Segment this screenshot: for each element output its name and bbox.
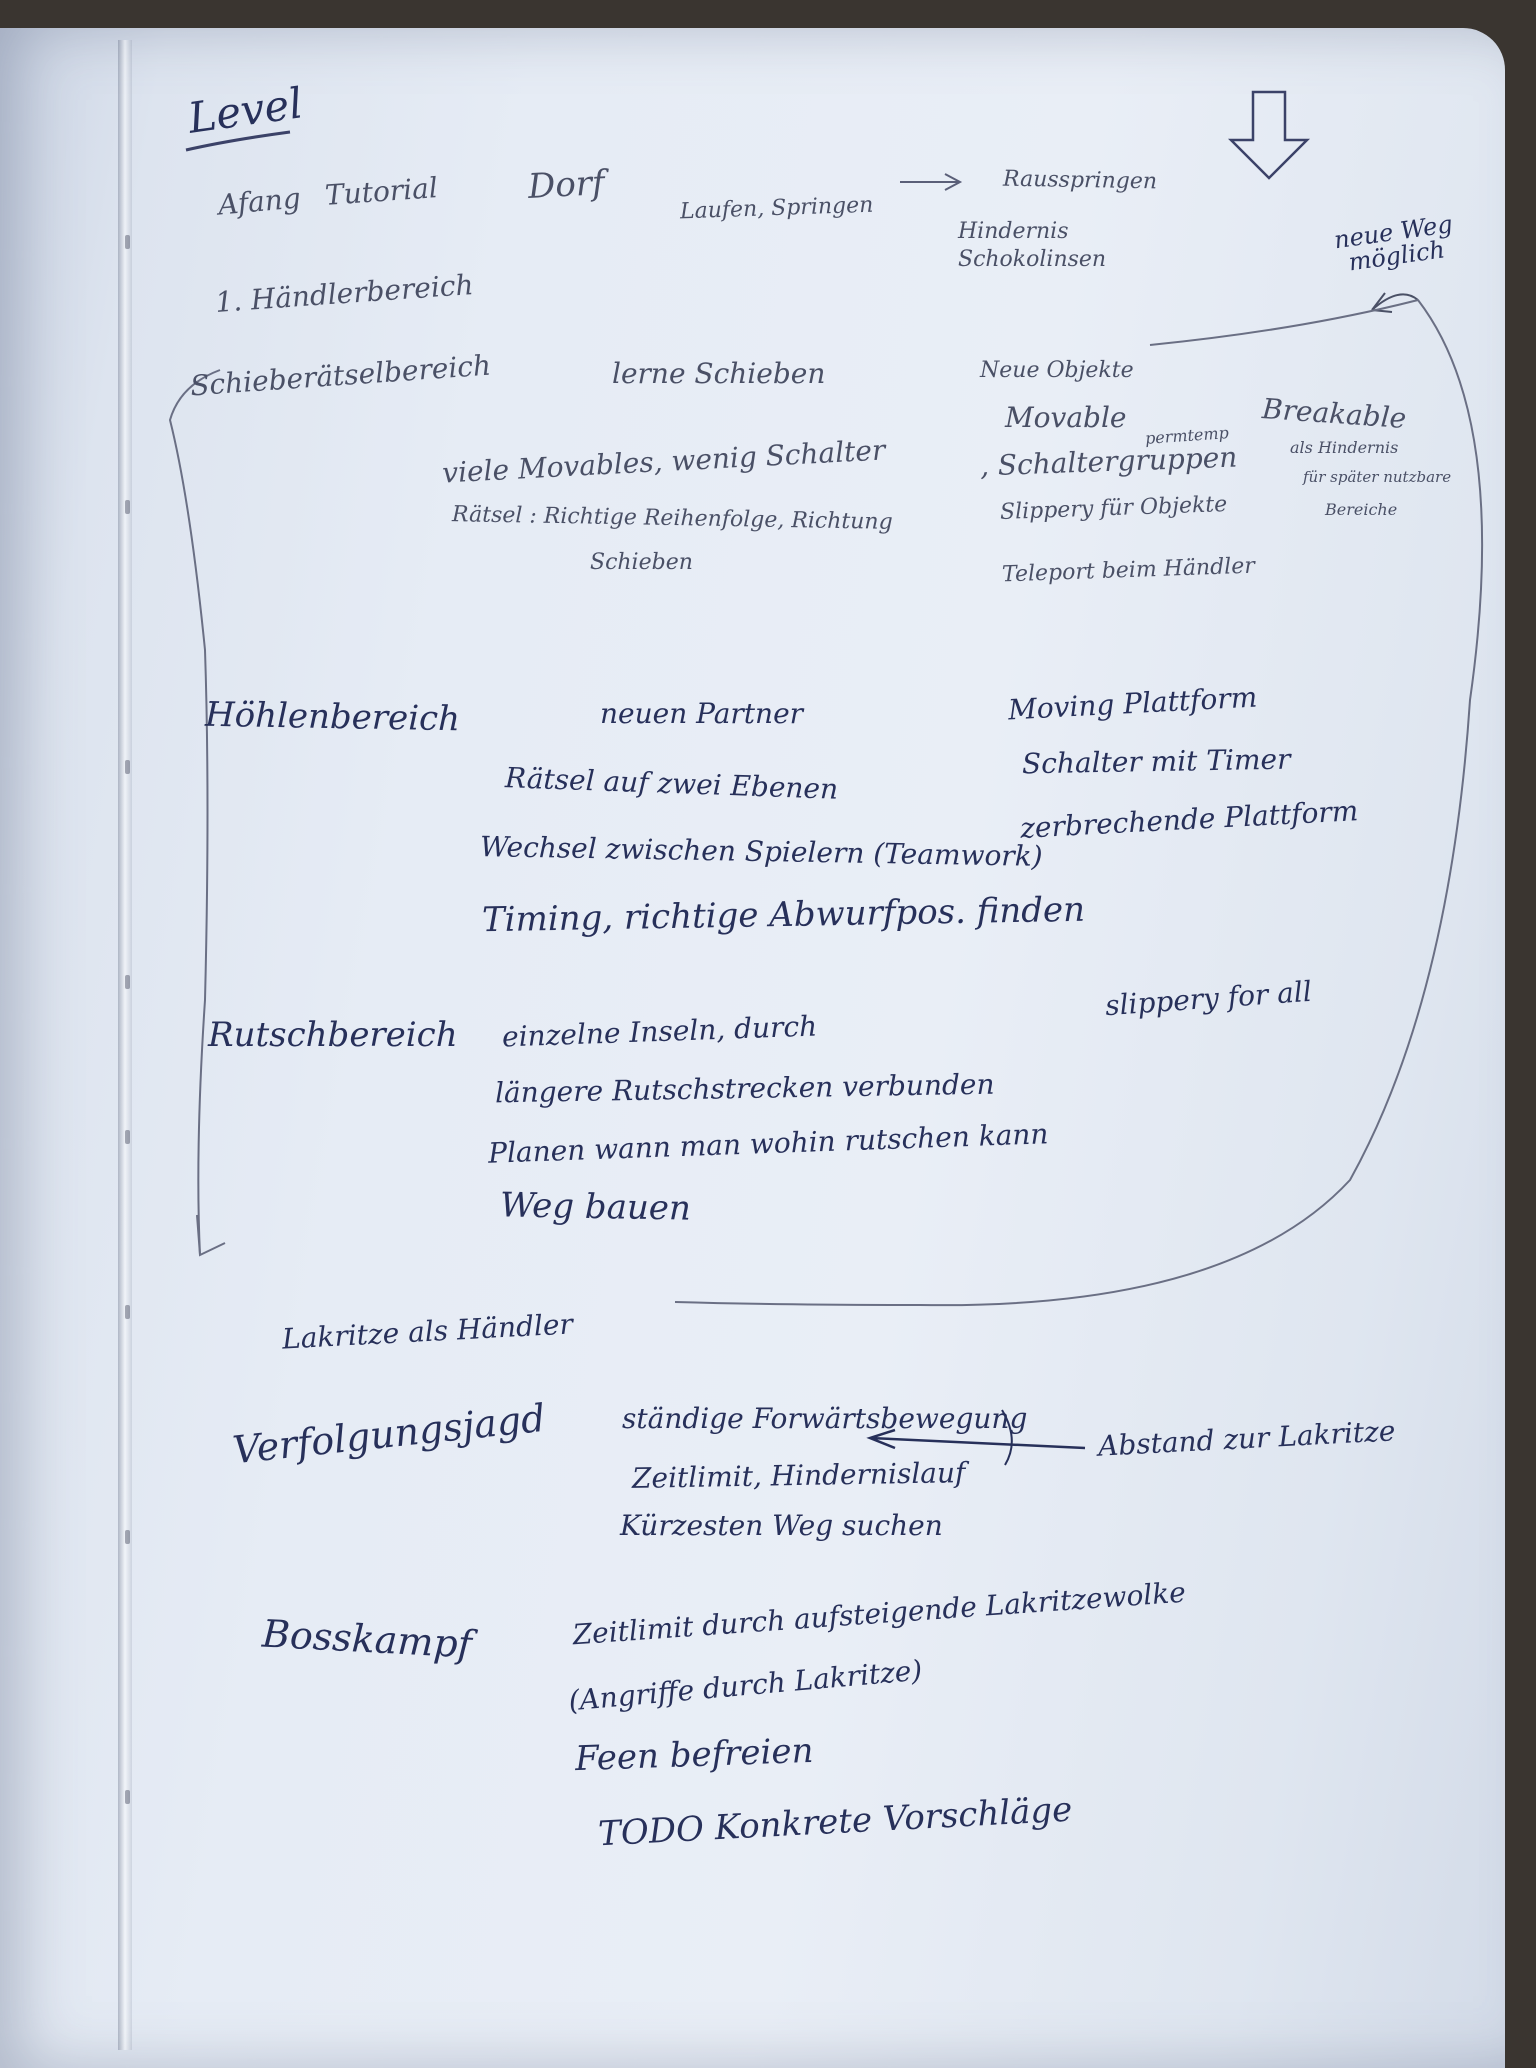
boss-line: Feen befreien: [574, 1730, 815, 1780]
arrow-icon: [900, 173, 963, 191]
breakable-note: Bereiche: [1325, 500, 1398, 519]
page-fold: [118, 40, 132, 2050]
section-goal: neuen Partner: [600, 697, 804, 730]
chase-line: ständige Forwärtsbewegung: [622, 1402, 1028, 1435]
binding-stitch: [125, 1305, 130, 1319]
breakable-note: für später nutzbare: [1303, 468, 1452, 486]
boss-name: Bosskampf: [260, 1611, 473, 1667]
breakable-note: als Hindernis: [1290, 438, 1399, 457]
intro-tutorial: Tutorial: [323, 171, 439, 212]
intro-jump-out: Rausspringen: [1002, 166, 1158, 195]
binding-stitch: [125, 975, 130, 989]
notebook-page: [0, 28, 1505, 2068]
section-enclosure: [168, 299, 1484, 1307]
section-goal: lerne Schieben: [612, 357, 826, 390]
intro-start: Afang: [216, 181, 302, 222]
object-item: Movable: [1005, 401, 1127, 434]
curve-arrow-icon: [1371, 293, 1419, 311]
chase-arrow-icon: [866, 1428, 1086, 1450]
section-line: Schieben: [590, 550, 693, 575]
binding-stitch: [125, 235, 130, 249]
objects-title: Neue Objekte: [980, 358, 1134, 383]
binding-stitch: [125, 500, 130, 514]
title-underline: [185, 130, 291, 152]
intro-village: Dorf: [527, 163, 606, 207]
intro-obstacle: Hindernis Schokolinsen: [958, 219, 1107, 272]
binding-stitch: [125, 760, 130, 774]
binding-stitch: [125, 1790, 130, 1804]
binding-stitch: [125, 1530, 130, 1544]
chase-line: Zeitlimit, Hindernislauf: [631, 1456, 966, 1495]
section-line: Weg bauen: [499, 1185, 692, 1229]
binding-stitch: [125, 1130, 130, 1144]
chase-line: Kürzesten Weg suchen: [620, 1509, 943, 1542]
section-name: Höhlenbereich: [204, 694, 461, 740]
section-line: Timing, richtige Abwurfpos. finden: [481, 889, 1086, 941]
section-name: Rutschbereich: [208, 1015, 458, 1055]
section-line: längere Rutschstrecken verbunden: [494, 1067, 995, 1110]
object-item: Schalter mit Timer: [1021, 742, 1291, 781]
down-arrow-icon: [1227, 90, 1311, 180]
